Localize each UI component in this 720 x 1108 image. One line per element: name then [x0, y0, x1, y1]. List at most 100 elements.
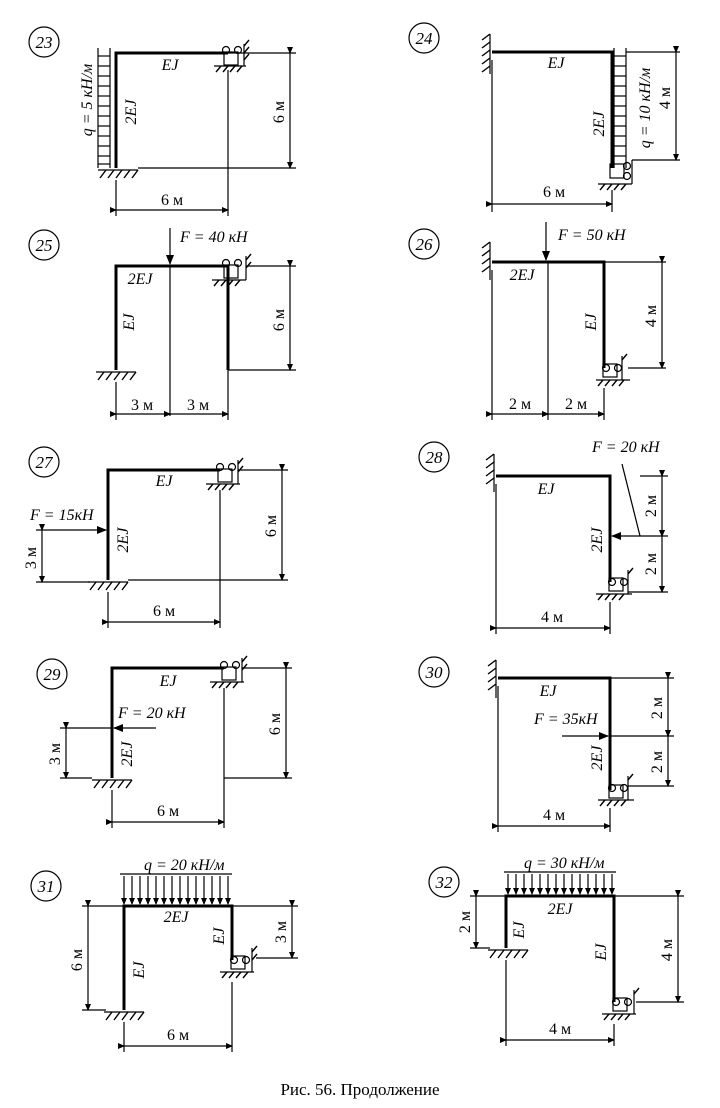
svg-text:4 м: 4 м — [657, 87, 674, 109]
dimension-height: 6 м — [128, 464, 288, 581]
q-label: q = 20 кН/м — [144, 857, 225, 874]
svg-text:3 м: 3 м — [187, 397, 209, 414]
fixed-support — [488, 949, 529, 959]
roller-support — [206, 457, 244, 491]
problem-26: 26 F = 50 кН 2EJ EJ 2 м 2 м — [408, 222, 666, 420]
svg-text:4 м: 4 м — [541, 609, 563, 626]
roller-support — [214, 39, 250, 73]
ej-label: EJ — [161, 57, 180, 74]
ej2-label: 2EJ — [591, 111, 608, 137]
fixed-support — [487, 659, 497, 698]
ej-left-label: EJ — [131, 961, 148, 980]
fixed-support — [92, 779, 133, 789]
q-label: q = 5 кН/м — [79, 64, 96, 137]
force-label: F = 35кН — [533, 711, 599, 728]
problem-24: 24 EJ 2EJ q = 10 кН/м — [408, 22, 680, 212]
roller-support — [598, 160, 633, 191]
dimension-height: 6 м — [224, 662, 292, 779]
problem-25: 25 F = 40 кН 2EJ EJ 3 м 3 м — [28, 228, 296, 420]
problem-28: 28 F = 20 кН EJ 2EJ 2 м 2 м — [418, 439, 668, 634]
fixed-support — [104, 1011, 145, 1021]
svg-text:2 м: 2 м — [509, 396, 531, 413]
problem-23: 23 EJ 2 — [28, 26, 296, 216]
dimension-vertical: 3 м — [23, 524, 90, 583]
fixed-support — [485, 453, 495, 492]
ej-right-label: EJ — [211, 927, 228, 946]
ej-label: EJ — [155, 473, 174, 490]
ej2-label: 2EJ — [548, 901, 574, 918]
svg-text:6 м: 6 м — [271, 101, 288, 123]
svg-text:2 м: 2 м — [565, 396, 587, 413]
svg-text:6 м: 6 м — [161, 192, 183, 209]
svg-text:2 м: 2 м — [643, 495, 660, 517]
fixed-support — [88, 581, 129, 591]
ej2-label: 2EJ — [164, 909, 190, 926]
force-label: F = 20 кН — [591, 439, 661, 456]
problem-27: 27 F = 15кН EJ 2EJ 3 м 6 м — [23, 446, 288, 628]
fixed-support — [96, 371, 137, 381]
roller-support — [596, 353, 630, 387]
dimension-width: 6 м — [110, 70, 229, 216]
roller-support — [210, 655, 248, 689]
ej-label: EJ — [547, 55, 566, 72]
svg-text:6 м: 6 м — [543, 184, 565, 201]
svg-text:4 м: 4 м — [543, 807, 565, 824]
ej-label: EJ — [539, 683, 558, 700]
svg-text:6 м: 6 м — [263, 515, 280, 537]
dimension-right: 3 м — [232, 900, 298, 959]
problem-number: 32 — [435, 873, 454, 892]
dimension-height: 6 м — [138, 47, 296, 169]
ej2-label: 2EJ — [589, 527, 606, 553]
dimension-width: 4 м — [500, 960, 615, 1046]
svg-text:3 м: 3 м — [273, 921, 290, 943]
dimension-width: 4 м — [490, 484, 611, 634]
problem-number: 24 — [416, 29, 434, 48]
roller-support — [598, 773, 634, 807]
dimension-width: 4 м — [492, 686, 611, 832]
q-label: q = 10 кН/м — [637, 68, 654, 149]
dimension-right: 4 м — [614, 890, 684, 1003]
dimension-spans: 3 м 3 м — [110, 370, 229, 420]
force-label: F = 50 кН — [557, 227, 627, 244]
problem-number: 23 — [36, 33, 53, 52]
frame — [122, 904, 234, 1010]
force-label: F = 20 кН — [117, 705, 187, 722]
ej2-label: 2EJ — [119, 741, 136, 767]
dimension-height: 6 м — [69, 900, 124, 1011]
distributed-load — [613, 48, 627, 168]
roller-support — [220, 945, 258, 979]
svg-text:6 м: 6 м — [271, 309, 288, 331]
roller-support — [596, 567, 634, 601]
frames-figure: 23 EJ 2 — [23, 22, 684, 1052]
ej-label: EJ — [537, 481, 556, 498]
problem-number: 28 — [426, 448, 444, 467]
fixed-support — [98, 169, 139, 179]
problem-30: 30 F = 35кН EJ 2EJ 2 м 2 м — [418, 656, 674, 832]
dimension-spans: 2 м 2 м — [486, 270, 605, 420]
figure-caption: Рис. 56. Продолжение — [280, 1080, 440, 1099]
ej-label: EJ — [583, 313, 600, 332]
svg-text:2 м: 2 м — [457, 911, 474, 933]
ej2-label: 2EJ — [510, 267, 536, 284]
svg-text:4 м: 4 м — [549, 1021, 571, 1038]
distributed-load — [120, 873, 232, 905]
svg-text:6 м: 6 м — [167, 1027, 189, 1044]
dimension-vertical: 3 м — [47, 722, 112, 779]
frame — [114, 264, 230, 370]
svg-text:6 м: 6 м — [153, 603, 175, 620]
dimension-spans: 2 м 2 м — [628, 470, 668, 593]
svg-text:2 м: 2 м — [649, 751, 666, 773]
roller-support — [602, 987, 640, 1021]
svg-text:3 м: 3 м — [131, 397, 153, 414]
dimension-width: 6 м — [106, 688, 225, 828]
svg-text:6 м: 6 м — [69, 949, 86, 971]
problem-29: 29 F = 20 кН EJ 2EJ 3 м 6 — [36, 655, 292, 828]
svg-text:4 м: 4 м — [643, 305, 660, 327]
ej-left-label: EJ — [511, 921, 528, 940]
svg-text:2 м: 2 м — [649, 697, 666, 719]
dimension-left: 2 м — [457, 890, 506, 949]
problem-32: 32 q = 30 кН/м — [428, 855, 684, 1046]
distributed-load — [97, 48, 111, 168]
ej-label: EJ — [159, 673, 178, 690]
ej-label: EJ — [121, 313, 138, 332]
